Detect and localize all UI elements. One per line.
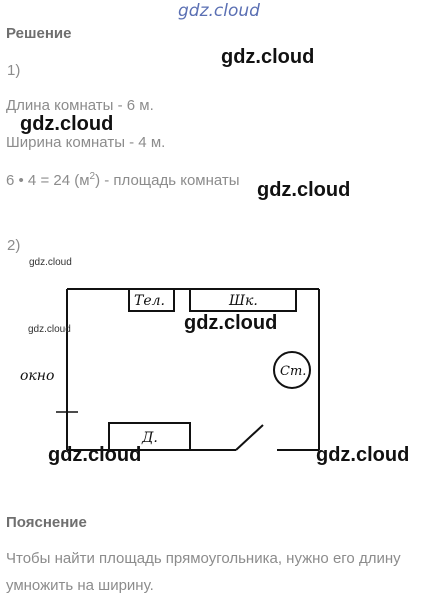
watermark-after-area: gdz.cloud (257, 179, 351, 201)
area-formula-suffix: ) - площадь комнаты (95, 172, 240, 189)
room-width-line: Ширина комнаты - 4 м. (6, 134, 166, 151)
watermark-top: gdz.cloud (178, 1, 260, 21)
phone-table-rect (128, 288, 175, 312)
phone-label: Тел. (134, 293, 165, 309)
part2-label: 2) (7, 237, 21, 254)
watermark-small-1: gdz.cloud (29, 257, 72, 268)
solution-heading: Решение (6, 25, 72, 42)
door-leaf (235, 424, 264, 451)
watermark-bottom-left: gdz.cloud (48, 444, 142, 466)
sofa-rect (108, 422, 191, 451)
part1-label: 1) (7, 62, 21, 79)
window-label: окно (20, 368, 54, 384)
wardrobe-label: Шк. (228, 293, 258, 309)
area-formula-sup: 2 (89, 171, 96, 182)
area-formula: 6 • 4 = 24 (м2) - площадь комнаты (6, 171, 240, 189)
explanation-line-2: умножить на ширину. (6, 577, 154, 594)
explanation-heading: Пояснение (6, 514, 87, 531)
watermark-small-2: gdz.cloud (28, 324, 71, 335)
table-circle (273, 351, 311, 389)
watermark-mid-right: gdz.cloud (221, 46, 315, 68)
watermark-drawing-center: gdz.cloud (184, 312, 278, 334)
room-length-line: Длина комнаты - 6 м. (6, 97, 154, 114)
area-formula-prefix: 6 • 4 = 24 (м (6, 172, 90, 189)
wardrobe-rect (189, 288, 297, 312)
watermark-bottom-right: gdz.cloud (316, 444, 410, 466)
explanation-line-1: Чтобы найти площадь прямоугольника, нужн… (6, 550, 401, 567)
watermark-left: gdz.cloud (20, 113, 114, 135)
sofa-label: Д. (141, 430, 158, 446)
table-label: Ст. (280, 364, 306, 379)
